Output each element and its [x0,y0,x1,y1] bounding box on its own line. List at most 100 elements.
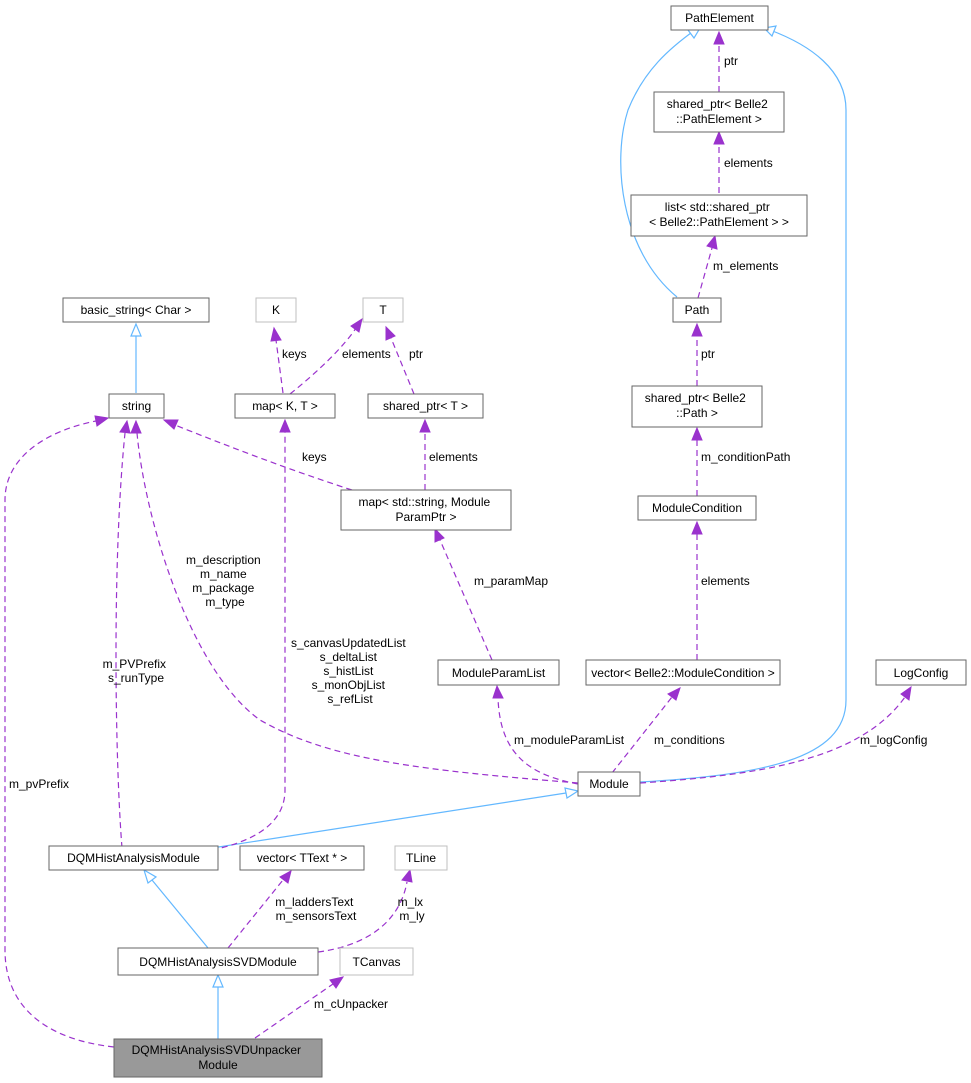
edge-label-m-param-map: m_paramMap [474,574,548,588]
edge-dqmmodule-to-module [211,792,567,849]
edge-label-m-c-unpacker: m_cUnpacker [314,997,388,1011]
edge-label-m-log-config: m_logConfig [860,733,927,747]
arrowhead-keys-string [162,419,179,430]
svg-text:K: K [272,303,280,317]
svg-text:shared_ptr< Belle2 ::P: shared_ptr< Belle2 ::Path > [645,391,749,420]
node-tline[interactable]: TLine [394,845,448,871]
edge-label-m-module-param-list: m_moduleParamList [514,733,625,747]
node-dqm-hist-analysis-module[interactable]: DQMHistAnalysisModule [48,845,219,871]
arrowhead-m-elements [706,234,718,250]
svg-text:shared_ptr< T >: shared_ptr< T > [383,399,468,413]
svg-text:ModuleCondition: ModuleCondition [652,501,742,515]
node-vector-ttext[interactable]: vector< TText * > [239,845,365,871]
node-module-param-list[interactable]: ModuleParamList [437,659,560,686]
edge-elements-map-t [289,327,357,395]
svg-text:T: T [379,303,387,317]
svg-text:TLine: TLine [406,851,436,865]
edge-module-to-moduleparamlist [497,697,579,785]
arrowhead-ptr-pathelement [713,30,725,45]
edge-dqmmodule-to-map-k [211,432,286,851]
node-tcanvas[interactable]: TCanvas [339,947,414,976]
node-dqm-hist-analysis-svd-module[interactable]: DQMHistAnalysisSVDModule [117,947,319,976]
arrowhead-m-param-map [434,527,445,543]
arrowhead-unpacker-to-string [94,415,110,427]
node-log-config[interactable]: LogConfig [875,659,967,686]
node-shared-ptr-t[interactable]: shared_ptr< T > [367,393,484,419]
node-list-shared-ptr[interactable]: list< std::shared_ptr < Belle2::PathElem… [630,194,808,237]
arrowhead-dqmmodule-to-module [564,787,580,799]
arrowhead-unpacker-to-svd [212,973,224,988]
edge-label-ptr-t: ptr [409,347,423,361]
edge-m-param-map [439,539,493,661]
arrowhead-ptr-t [385,325,396,341]
arrowhead-elements-vector [691,520,703,535]
svg-text:map< std::string, Module: map< std::string, Module ParamPtr > [358,495,493,524]
node-vector-module-condition[interactable]: vector< Belle2::ModuleCondition > [585,659,781,686]
node-basic-string[interactable]: basic_string< Char > [62,297,210,323]
edge-m-elements [697,247,713,299]
node-string[interactable]: string [108,393,165,419]
edge-label-ptr-path: ptr [701,347,715,361]
svg-text:LogConfig: LogConfig [894,666,949,680]
node-dqm-hist-analysis-svd-unpacker-module[interactable]: DQMHistAnalysisSVDUnpacker Module [113,1038,323,1078]
edge-path-to-pathelement [620,29,696,298]
svg-text:vector< TText * >: vector< TText * > [257,851,348,865]
svg-text:list< std::shared_ptr: list< std::shared_ptr < Belle2::PathElem… [649,200,789,229]
svg-text:TCanvas: TCanvas [352,955,400,969]
edge-label-line-members: m_lx m_ly [398,895,427,923]
node-path-element[interactable]: PathElement [670,5,769,31]
svg-text:vector< Belle2::ModuleConditio: vector< Belle2::ModuleCondition > [591,666,774,680]
node-path[interactable]: Path [672,297,722,323]
svg-text:Path: Path [685,303,710,317]
node-module-condition[interactable]: ModuleCondition [637,495,757,521]
edge-labels: ptr elements m_elements ptr m_conditionP… [9,54,927,1011]
edge-label-ptr-pathelement: ptr [724,54,738,68]
edge-module-to-string [136,432,579,784]
arrowhead-string-to-basicstring [130,322,142,337]
arrowhead-module-to-logconfig [900,685,912,701]
edge-label-text-members: m_laddersText m_sensorsText [275,895,357,923]
svg-text:map< K, T >: map< K, T > [252,399,318,413]
arrowhead-dqmmodule-to-map-k [279,418,291,433]
node-map-string-moduleparamptr[interactable]: map< std::string, Module ParamPtr > [340,489,512,531]
arrowhead-elements-shared-t [419,418,431,433]
svg-text:DQMHistAnalysisSVDModule: DQMHistAnalysisSVDModule [139,955,297,969]
edge-label-elements-list: elements [724,156,773,170]
node-k[interactable]: K [255,297,297,323]
node-map-k-t[interactable]: map< K, T > [234,393,336,419]
arrowhead-elements-map-t [350,317,363,333]
nodes: PathElement shared_ptr< Belle2 ::PathEle… [48,5,967,1078]
svg-text:DQMHistAnalysisSVDUnpacker: DQMHistAnalysisSVDUnpacker Module [132,1043,305,1072]
edge-label-canvas-list-members: s_canvasUpdatedList s_deltaList s_histLi… [291,636,409,706]
arrowhead-keys-map-k [270,326,282,342]
node-shared-ptr-pathelement[interactable]: shared_ptr< Belle2 ::PathElement > [653,91,785,133]
arrowhead-module-to-moduleparamlist [492,684,504,699]
edge-module-to-logconfig [639,696,906,784]
edge-label-keys-map-k: keys [282,347,307,361]
edge-label-elements-shared-t: elements [429,450,478,464]
arrowhead-module-to-vector-condition [667,687,681,701]
arrowhead-svd-to-tline [401,868,413,883]
edge-svd-to-vector-ttext [227,879,284,949]
svg-text:shared_ptr< Belle2 ::P: shared_ptr< Belle2 ::PathElement > [667,97,771,126]
node-module[interactable]: Module [577,771,641,797]
edge-dqmmodule-to-string [115,432,126,849]
edge-unpacker-to-tcanvas [254,983,334,1039]
arrowhead-svd-to-dqmmodule [142,868,158,884]
svg-text:Module: Module [589,777,629,791]
node-shared-ptr-path[interactable]: shared_ptr< Belle2 ::Path > [631,385,763,428]
node-t[interactable]: T [362,297,404,323]
edge-label-elements-vector: elements [701,574,750,588]
edge-module-to-pathelement [639,29,847,783]
svg-text:string: string [122,399,151,413]
edge-label-m-elements: m_elements [713,259,778,273]
edge-label-m-pv-prefix: m_pvPrefix [9,777,69,791]
edge-keys-map-k [275,339,284,394]
inheritance-edges [130,25,847,1039]
svg-text:ModuleParamList: ModuleParamList [452,666,546,680]
arrowhead-dqmmodule-to-string [119,419,131,434]
edge-label-keys-string: keys [302,450,327,464]
arrowhead-svd-to-vector-ttext [279,870,292,884]
